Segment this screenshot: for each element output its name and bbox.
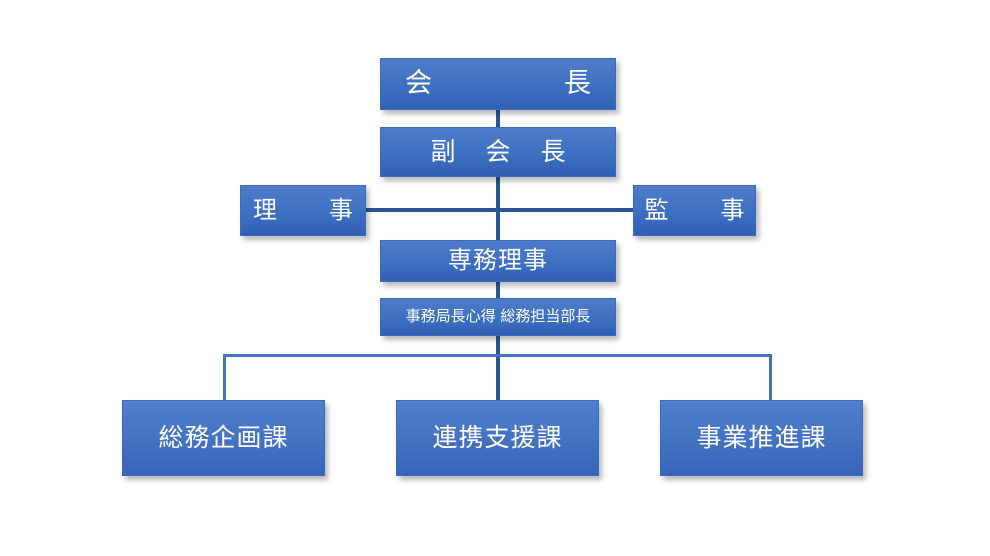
connector-secretary-to-divisions — [496, 334, 500, 404]
node-secretary-general[interactable]: 事務局長心得 総務担当部長 — [380, 298, 616, 336]
connector-drop-division-1 — [223, 354, 226, 402]
node-executive-director[interactable]: 専務理事 — [380, 240, 616, 282]
connector-drop-division-3 — [769, 354, 772, 402]
node-chairman[interactable]: 会 長 — [380, 58, 616, 110]
node-vice-chairman[interactable]: 副 会 長 — [380, 127, 616, 177]
connector-chairman-to-vice-chairman — [496, 108, 500, 129]
node-division-business-promotion[interactable]: 事業推進課 — [660, 400, 863, 476]
node-director[interactable]: 理 事 — [240, 185, 366, 236]
node-division-cooperation-support[interactable]: 連携支援課 — [396, 400, 599, 476]
connector-exec-director-to-secretary — [496, 280, 500, 300]
node-auditor[interactable]: 監 事 — [633, 185, 756, 236]
connector-director-auditor-bar — [364, 208, 635, 212]
node-division-general-affairs[interactable]: 総務企画課 — [122, 400, 325, 476]
connector-divisions-horizontal-bar — [223, 354, 772, 357]
